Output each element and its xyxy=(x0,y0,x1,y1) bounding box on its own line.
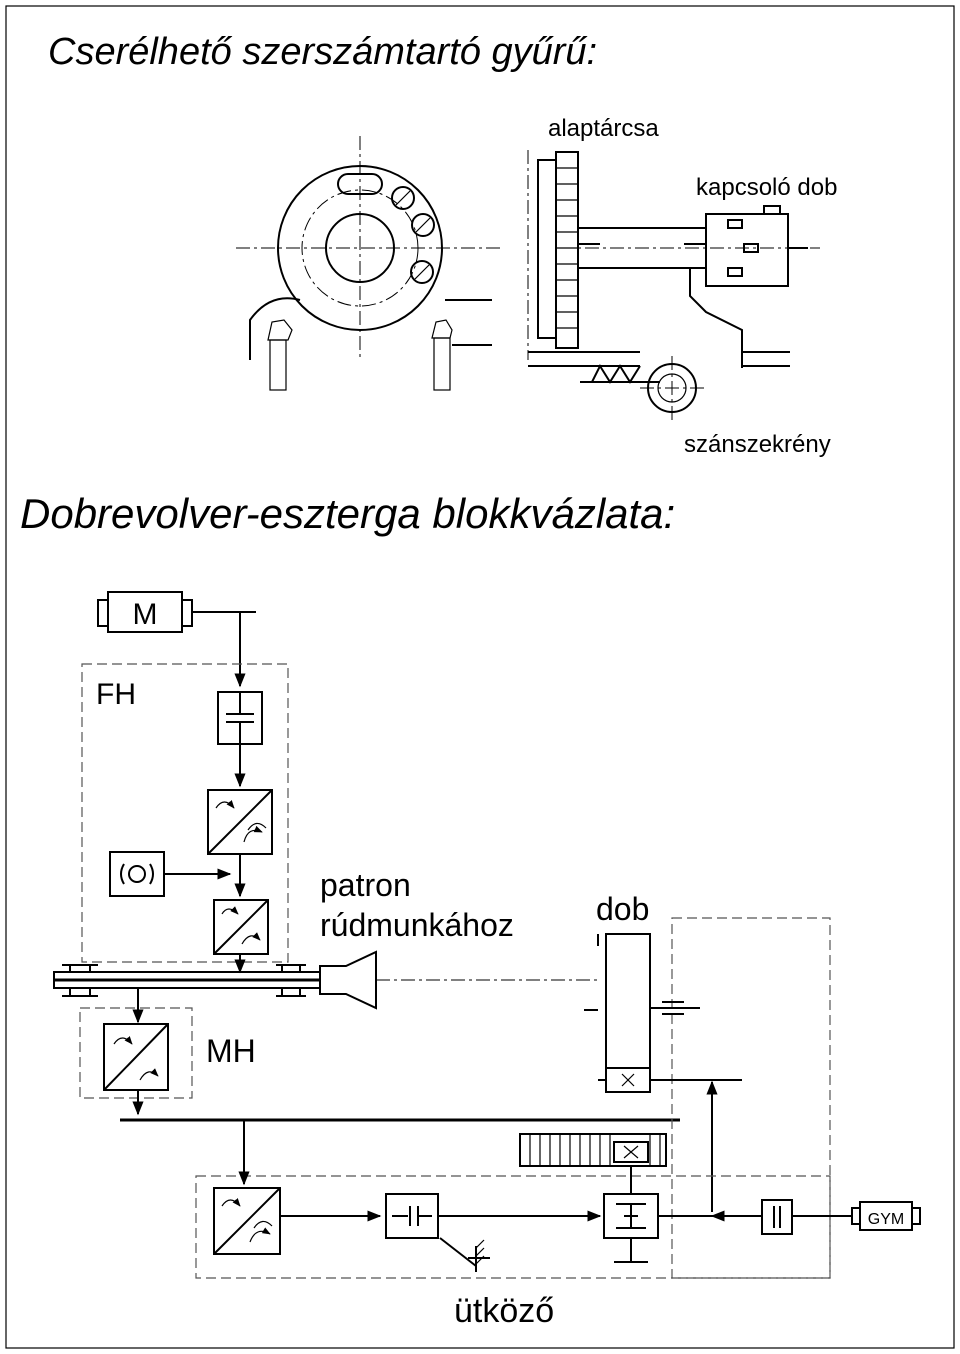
feed-rack xyxy=(519,1133,667,1167)
main-clutch xyxy=(217,691,263,788)
fh-label: FH xyxy=(96,678,136,711)
dob-label: dob xyxy=(596,891,649,927)
gearbox-speed-1 xyxy=(207,789,273,898)
tool-holder-ring xyxy=(236,136,500,391)
control-element xyxy=(109,851,232,897)
chuck xyxy=(319,950,600,1010)
block-title: Dobrevolver-eszterga blokkvázlata: xyxy=(20,490,675,537)
base-disc-hub xyxy=(537,159,557,339)
ring-title: Cserélhető szerszámtartó gyűrű: xyxy=(48,31,597,73)
patron-label-line2: rúdmunkához xyxy=(320,907,514,943)
gearbox-apron xyxy=(213,1120,382,1255)
stop-clutch xyxy=(385,1193,602,1272)
apron-clutch xyxy=(603,1166,712,1263)
label-kapcsolo-dob: kapcsoló dob xyxy=(696,174,837,201)
carriage-frame xyxy=(671,917,831,1279)
base-disc xyxy=(555,151,579,349)
page-frame xyxy=(5,5,955,1349)
gym-label: GYM xyxy=(868,1211,904,1228)
revolver-drum xyxy=(584,933,742,1212)
gearbox-speed-2 xyxy=(213,899,269,974)
tool-post-left xyxy=(269,339,287,391)
motor-block: M xyxy=(97,591,256,688)
rack-teeth xyxy=(591,363,641,384)
gearbox-feed xyxy=(103,988,169,1116)
patron-label-line1: patron xyxy=(320,867,411,903)
base-disc-assembly: alaptárcsa kapcsoló dob szánszekrény xyxy=(527,115,837,458)
mh-housing-frame xyxy=(79,1007,193,1099)
ring-slot xyxy=(337,173,383,195)
main-spindle xyxy=(53,964,321,997)
tool-post-right xyxy=(433,337,451,391)
label-alaptarcsa: alaptárcsa xyxy=(548,115,659,142)
ring-hole xyxy=(411,213,435,237)
utkozo-label: ütköző xyxy=(454,1292,554,1330)
mh-label: MH xyxy=(206,1033,256,1069)
ring-hole xyxy=(410,260,434,284)
apron-frame xyxy=(195,1175,831,1279)
label-szanszekreny: szánszekrény xyxy=(684,431,831,458)
fh-housing-frame xyxy=(81,663,289,963)
switching-drum xyxy=(705,213,789,287)
ring-hole xyxy=(391,186,415,210)
motor-label: M xyxy=(133,598,158,631)
rapid-motor: GYM xyxy=(851,1201,921,1231)
rapid-clutch xyxy=(710,1199,852,1235)
